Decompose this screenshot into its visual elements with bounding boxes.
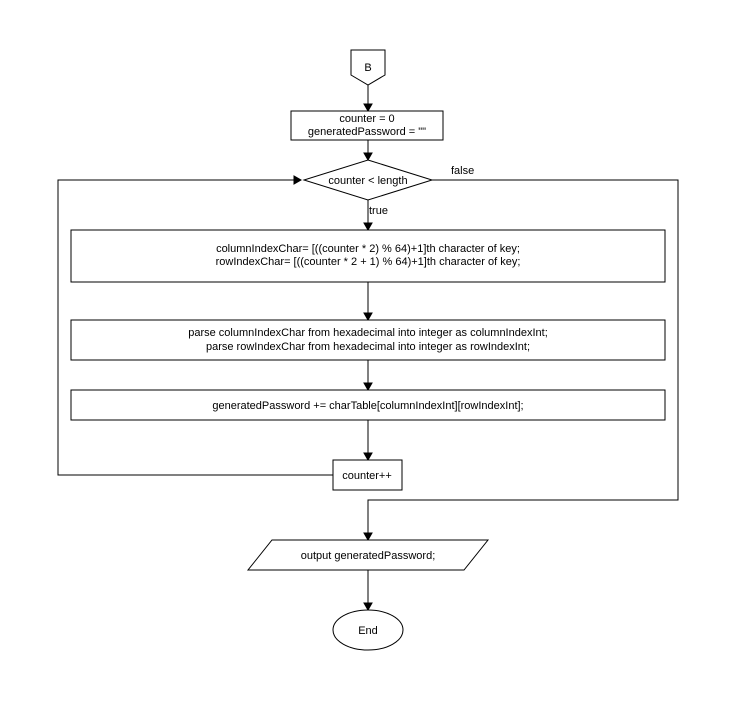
decision-label: counter < length <box>328 175 407 187</box>
init-box <box>290 110 444 141</box>
edge-false-branch <box>367 179 679 533</box>
step-index-chars-line-1: columnIndexChar= [((counter * 2) % 64)+1… <box>216 243 520 255</box>
end-node: End <box>332 609 404 651</box>
step-parse-line-1: parse columnIndexChar from hexadecimal i… <box>188 327 548 339</box>
init-line-1: counter = 0 <box>339 113 394 125</box>
end-ellipse <box>332 609 404 651</box>
output-parallelogram <box>246 539 490 571</box>
step-append: generatedPassword += charTable[columnInd… <box>70 389 666 421</box>
connector-shape <box>350 49 386 86</box>
decision-node: counter < length <box>302 159 434 201</box>
step-parse-box <box>70 319 666 361</box>
increment-label: counter++ <box>342 470 392 482</box>
arrowhead <box>363 382 373 392</box>
arrowhead <box>363 312 373 322</box>
step-parse: parse columnIndexChar from hexadecimal i… <box>70 319 666 361</box>
arrowhead <box>363 103 373 113</box>
arrowhead <box>293 175 303 185</box>
init-line-2: generatedPassword = "" <box>308 126 426 138</box>
step-index-chars-line-2: rowIndexChar= [((counter * 2 + 1) % 64)+… <box>216 256 521 268</box>
arrowhead <box>363 152 373 162</box>
decision-diamond <box>302 159 434 201</box>
edges <box>57 85 679 612</box>
step-parse-line-2: parse rowIndexChar from hexadecimal into… <box>206 341 530 353</box>
true-label: true <box>369 205 388 217</box>
step-index-chars: columnIndexChar= [((counter * 2) % 64)+1… <box>70 229 666 283</box>
arrowhead <box>363 602 373 612</box>
connector-label: B <box>364 62 371 74</box>
step-append-box <box>70 389 666 421</box>
init-process: counter = 0 generatedPassword = "" <box>290 110 444 141</box>
step-append-label: generatedPassword += charTable[columnInd… <box>212 400 523 412</box>
end-label: End <box>358 625 378 637</box>
edge-loop-back <box>57 179 333 476</box>
increment-process: counter++ <box>332 459 403 491</box>
output-node: output generatedPassword; <box>246 539 490 571</box>
output-label: output generatedPassword; <box>301 550 436 562</box>
false-label: false <box>451 165 474 177</box>
arrowhead <box>363 452 373 462</box>
connector-b: B <box>350 49 386 86</box>
increment-box <box>332 459 403 491</box>
step-index-chars-box <box>70 229 666 283</box>
arrowhead <box>363 222 373 232</box>
arrowhead <box>363 532 373 542</box>
